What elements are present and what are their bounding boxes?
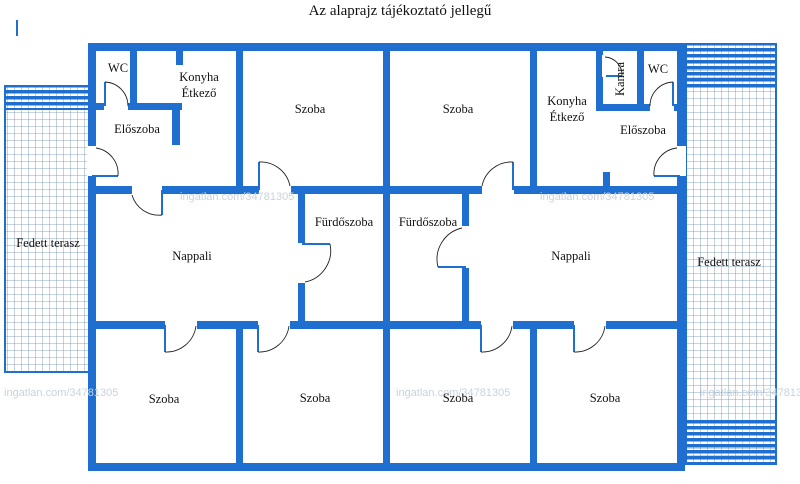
room-labels: WC Konyha Étkező Előszoba Szoba Szoba Ko… — [16, 61, 761, 406]
watermark-3: ingatlan.com/34781305 — [4, 387, 118, 399]
room-szoba-top-1: Szoba — [295, 102, 326, 116]
room-nappali-left: Nappali — [172, 249, 212, 263]
room-nappali-right: Nappali — [551, 249, 591, 263]
room-konyha-left-1: Konyha — [179, 70, 219, 84]
room-terrace-left: Fedett terasz — [16, 236, 80, 250]
watermark-1: ingatlan.com/34781305 — [180, 191, 294, 203]
room-wc-right: WC — [648, 62, 668, 76]
room-terrace-right: Fedett terasz — [697, 255, 761, 269]
watermark-4: ingatlan.com/34781305 — [396, 387, 510, 399]
room-eloszoba-right: Előszoba — [620, 123, 666, 137]
plan-title: Az alaprajz tájékoztató jellegű — [308, 3, 492, 19]
corner-marker — [16, 20, 18, 36]
terrace-right — [685, 43, 777, 465]
room-szoba-bottom-4: Szoba — [590, 391, 621, 405]
room-furdoszoba-right: Fürdőszoba — [399, 215, 458, 229]
room-szoba-bottom-3: Szoba — [443, 391, 474, 405]
room-konyha-right-2: Étkező — [550, 110, 585, 124]
room-konyha-right-1: Konyha — [547, 94, 587, 108]
room-konyha-left-2: Étkező — [182, 86, 217, 100]
room-eloszoba-left: Előszoba — [114, 122, 160, 136]
room-kamra: Kamra — [613, 62, 627, 96]
terrace-left — [4, 85, 91, 373]
doors — [87, 55, 686, 353]
room-furdoszoba-left: Fürdőszoba — [315, 215, 374, 229]
room-szoba-bottom-1: Szoba — [149, 392, 180, 406]
watermark-2: ingatlan.com/34781305 — [540, 191, 654, 203]
room-szoba-top-2: Szoba — [443, 102, 474, 116]
room-wc-left: WC — [108, 61, 128, 75]
watermarks: ingatlan.com/34781305 ingatlan.com/34781… — [4, 191, 800, 399]
room-szoba-bottom-2: Szoba — [300, 391, 331, 405]
watermark-5: ingatlan.com/34781305 — [700, 387, 800, 399]
